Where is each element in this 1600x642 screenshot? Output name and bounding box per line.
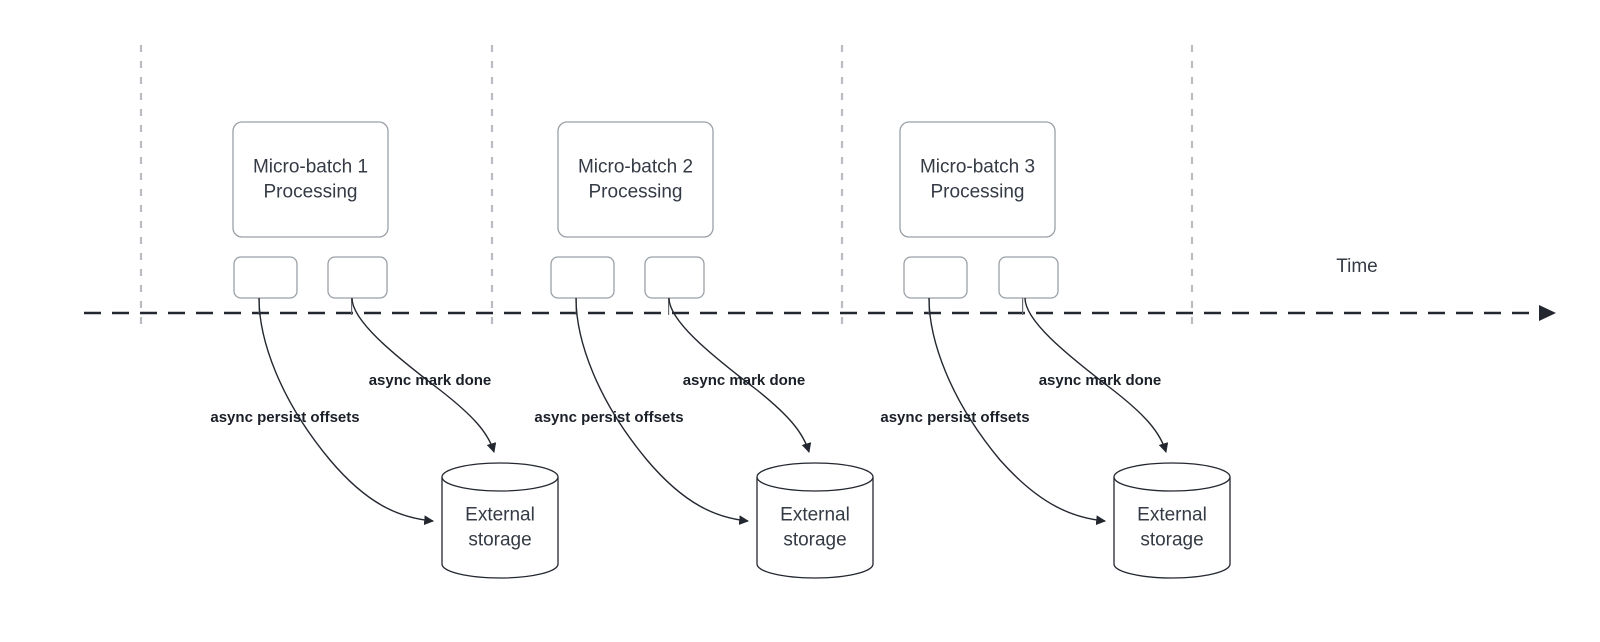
storage-cylinder-body-1[interactable]	[441, 477, 559, 579]
time-axis-arrowhead	[1539, 305, 1556, 321]
storage-cylinder-top-2	[756, 462, 874, 492]
task-box-3a[interactable]	[903, 256, 968, 299]
storage-label-line2-3: storage	[1140, 530, 1203, 551]
group-3: Micro-batch 3 Processing async persist off…	[880, 121, 1231, 579]
storage-label-line2-2: storage	[783, 530, 846, 551]
task-box-2a[interactable]	[550, 256, 615, 299]
micro-batch-groups: Micro-batch 1 Processing async persist off…	[210, 121, 1231, 579]
micro-batch-label-line1-2: Micro-batch 2	[578, 157, 693, 178]
storage-label-line2-1: storage	[468, 530, 531, 551]
micro-batch-label-line2-3: Processing	[931, 182, 1025, 203]
persist-offsets-1-label: async persist offsets	[210, 409, 359, 426]
group-2: Micro-batch 2 Processing async persist off…	[534, 121, 874, 579]
mark-done-2-label: async mark done	[683, 372, 806, 389]
storage-label-line1-1: External	[465, 505, 535, 526]
mark-done-3-label: async mark done	[1039, 372, 1162, 389]
micro-batch-box-2[interactable]	[557, 121, 714, 238]
micro-batch-label-line2-1: Processing	[264, 182, 358, 203]
mark-done-2-arrow	[668, 297, 812, 453]
mark-done-1-label: async mark done	[369, 372, 492, 389]
group-1: Micro-batch 1 Processing async persist off…	[210, 121, 559, 579]
time-axis: Time	[84, 256, 1556, 321]
micro-batch-label-line1-3: Micro-batch 3	[920, 157, 1035, 178]
task-box-1a[interactable]	[233, 256, 298, 299]
persist-offsets-1-arrow	[258, 297, 434, 526]
micro-batch-box-3[interactable]	[899, 121, 1056, 238]
task-box-1b[interactable]	[327, 256, 388, 299]
time-axis-label: Time	[1336, 256, 1378, 277]
mark-done-1-arrow	[351, 297, 497, 453]
persist-offsets-2-label: async persist offsets	[534, 409, 683, 426]
micro-batch-label-line2-2: Processing	[589, 182, 683, 203]
task-box-3b[interactable]	[998, 256, 1059, 299]
mark-done-3-arrow	[1024, 297, 1169, 453]
persist-offsets-3-arrow	[928, 297, 1106, 526]
persist-offsets-3-label: async persist offsets	[880, 409, 1029, 426]
micro-batch-box-1[interactable]	[232, 121, 389, 238]
storage-cylinder-top-3	[1113, 462, 1231, 492]
storage-cylinder-top-1	[441, 462, 559, 492]
persist-offsets-2-arrow	[575, 297, 749, 526]
task-box-2b[interactable]	[644, 256, 705, 299]
storage-cylinder-body-3[interactable]	[1113, 477, 1231, 579]
storage-cylinder-body-2[interactable]	[756, 477, 874, 579]
storage-label-line1-3: External	[1137, 505, 1207, 526]
micro-batch-label-line1-1: Micro-batch 1	[253, 157, 368, 178]
storage-label-line1-2: External	[780, 505, 850, 526]
